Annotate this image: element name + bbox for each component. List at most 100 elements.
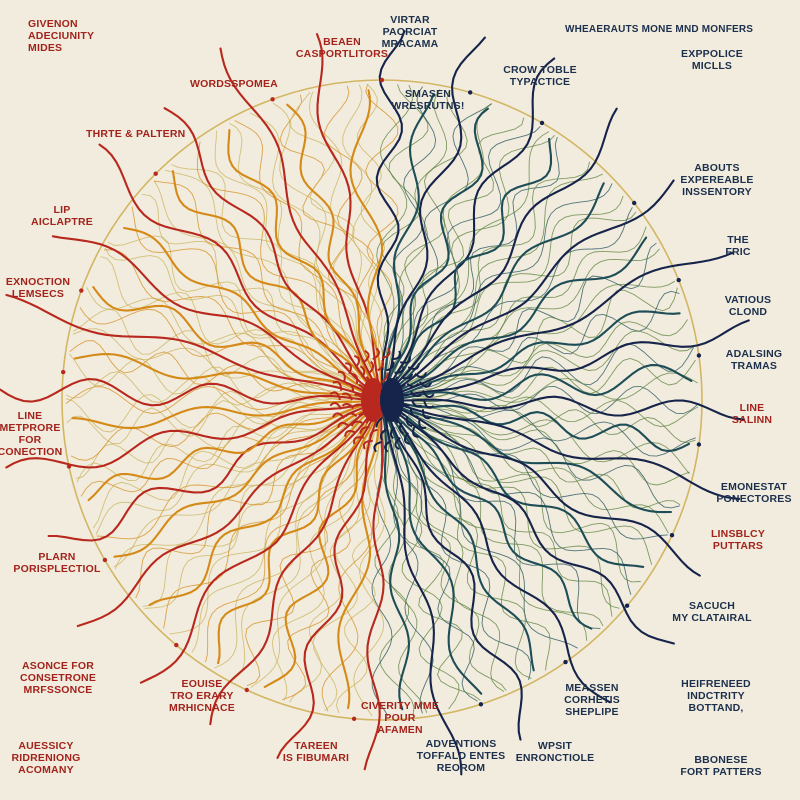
bold-radial-line <box>51 235 371 395</box>
center-weave-loop <box>345 382 355 392</box>
bold-radial-line <box>76 407 372 628</box>
bold-radial-line <box>383 412 463 776</box>
center-weave-loop <box>401 373 414 380</box>
thin-radial-line <box>411 405 690 474</box>
thin-radial-line <box>386 429 434 714</box>
bold-radial-line <box>87 403 370 502</box>
rim-dot <box>478 702 484 707</box>
thin-radial-line <box>69 353 353 400</box>
thin-radial-line <box>80 408 354 497</box>
center-weave-loop <box>369 428 378 439</box>
center-weave-loop <box>354 355 361 368</box>
center-weave-loop <box>341 402 355 410</box>
thin-radial-line <box>409 411 669 534</box>
bold-radial-line <box>5 293 370 398</box>
thin-radial-line <box>135 417 358 599</box>
rim-dot <box>351 716 357 721</box>
center-weave-loop <box>332 380 343 391</box>
thin-radial-line <box>411 330 694 395</box>
bold-radial-line <box>375 30 406 388</box>
bold-radial-line <box>385 412 483 695</box>
thin-radial-line <box>411 343 694 396</box>
bold-radial-line <box>394 395 745 421</box>
thin-radial-line <box>290 92 375 372</box>
rim-dot <box>379 77 385 83</box>
center-weave-loop <box>368 360 375 374</box>
label-adventions: ADVENTIONS TOFFALD ENTES REOROM <box>416 738 506 774</box>
thin-radial-line <box>164 169 363 378</box>
center-weave-loop <box>419 381 432 388</box>
rim-dot <box>696 442 702 447</box>
thin-radial-line <box>400 161 591 378</box>
center-weave-loop <box>391 350 402 361</box>
thin-radial-line <box>131 206 358 383</box>
thin-radial-line <box>410 407 690 486</box>
thin-radial-line <box>234 120 369 374</box>
center-weave-loop <box>422 390 435 398</box>
label-wheaeraut: WHEAERAUTS MONE MND MONFERS <box>565 24 754 35</box>
rim-dot <box>563 659 568 665</box>
bold-radial-line <box>349 89 384 388</box>
label-lip: LIP AICLAPTRE <box>31 204 93 228</box>
bold-radial-line <box>0 378 370 407</box>
rim-dot <box>632 200 637 206</box>
label-eouise: EOUISE TRO ERARY MRHICNACE <box>169 678 235 714</box>
thin-radial-line <box>406 226 647 385</box>
thin-radial-line <box>70 404 353 461</box>
center-weave-loop <box>377 359 385 372</box>
bold-radial-line <box>394 310 681 397</box>
thin-radial-line <box>65 386 352 414</box>
thin-radial-line <box>308 91 377 371</box>
thin-radial-line <box>76 407 354 483</box>
thin-radial-line <box>205 424 365 663</box>
bold-radial-line <box>390 107 618 391</box>
thin-radial-line <box>407 414 653 565</box>
bold-radial-line <box>219 47 378 389</box>
bold-radial-line <box>382 412 411 711</box>
center-weave-loop <box>342 392 353 401</box>
thin-radial-line <box>272 102 372 373</box>
thin-radial-line <box>233 425 368 680</box>
center-weave-loop <box>423 399 435 409</box>
thin-radial-line <box>390 428 478 702</box>
bold-radial-line <box>391 182 605 392</box>
center-weave-loop <box>363 350 370 363</box>
bold-radial-line <box>209 411 377 726</box>
bold-radial-line <box>385 107 489 388</box>
rim-dot <box>153 171 158 176</box>
rim-dot <box>468 90 473 95</box>
center-weave-loop <box>372 347 380 360</box>
center-weave-loop <box>351 372 359 385</box>
center-core-warm <box>361 378 385 422</box>
bold-radial-line <box>148 408 373 607</box>
rim-dot <box>244 687 249 693</box>
bold-radial-line <box>388 137 553 390</box>
thin-radial-line <box>387 429 460 710</box>
bold-radial-line <box>263 412 379 689</box>
bold-radial-line <box>387 57 556 389</box>
bold-radial-line <box>113 406 371 558</box>
bold-radial-line <box>217 410 376 665</box>
center-weave-loop <box>375 417 383 428</box>
label-smasen: SMASEN WRESRUTNS! <box>391 88 465 112</box>
center-weave-loop <box>398 422 405 435</box>
thin-radial-line <box>103 249 356 387</box>
rim-dot <box>696 353 702 358</box>
thin-radial-line <box>406 207 633 383</box>
bold-radial-line <box>394 319 750 399</box>
center-weave-loop <box>332 412 345 419</box>
rim-dot <box>61 369 66 375</box>
bold-radial-line <box>276 412 380 759</box>
center-weave-loop <box>329 391 341 401</box>
center-weave-loop <box>337 371 346 383</box>
label-aueSSicy: AUESSICY RIDRENIONG ACOMANY <box>11 740 81 776</box>
center-weave-loop <box>345 362 352 375</box>
label-crow-toble: CROW TOBLE TYPACTICE <box>503 64 577 88</box>
label-asonce-for: ASONCE FOR CONSETRONE MRFSSONCE <box>19 660 97 696</box>
label-adalsing: ADALSING TRAMAS <box>725 348 783 372</box>
label-abouts: ABOUTS EXPEREABLE INSSENTORY <box>680 162 754 198</box>
bold-radial-line <box>227 129 376 389</box>
thin-radial-line <box>392 103 493 373</box>
thin-radial-line <box>411 372 698 403</box>
rim-dot <box>624 603 630 608</box>
